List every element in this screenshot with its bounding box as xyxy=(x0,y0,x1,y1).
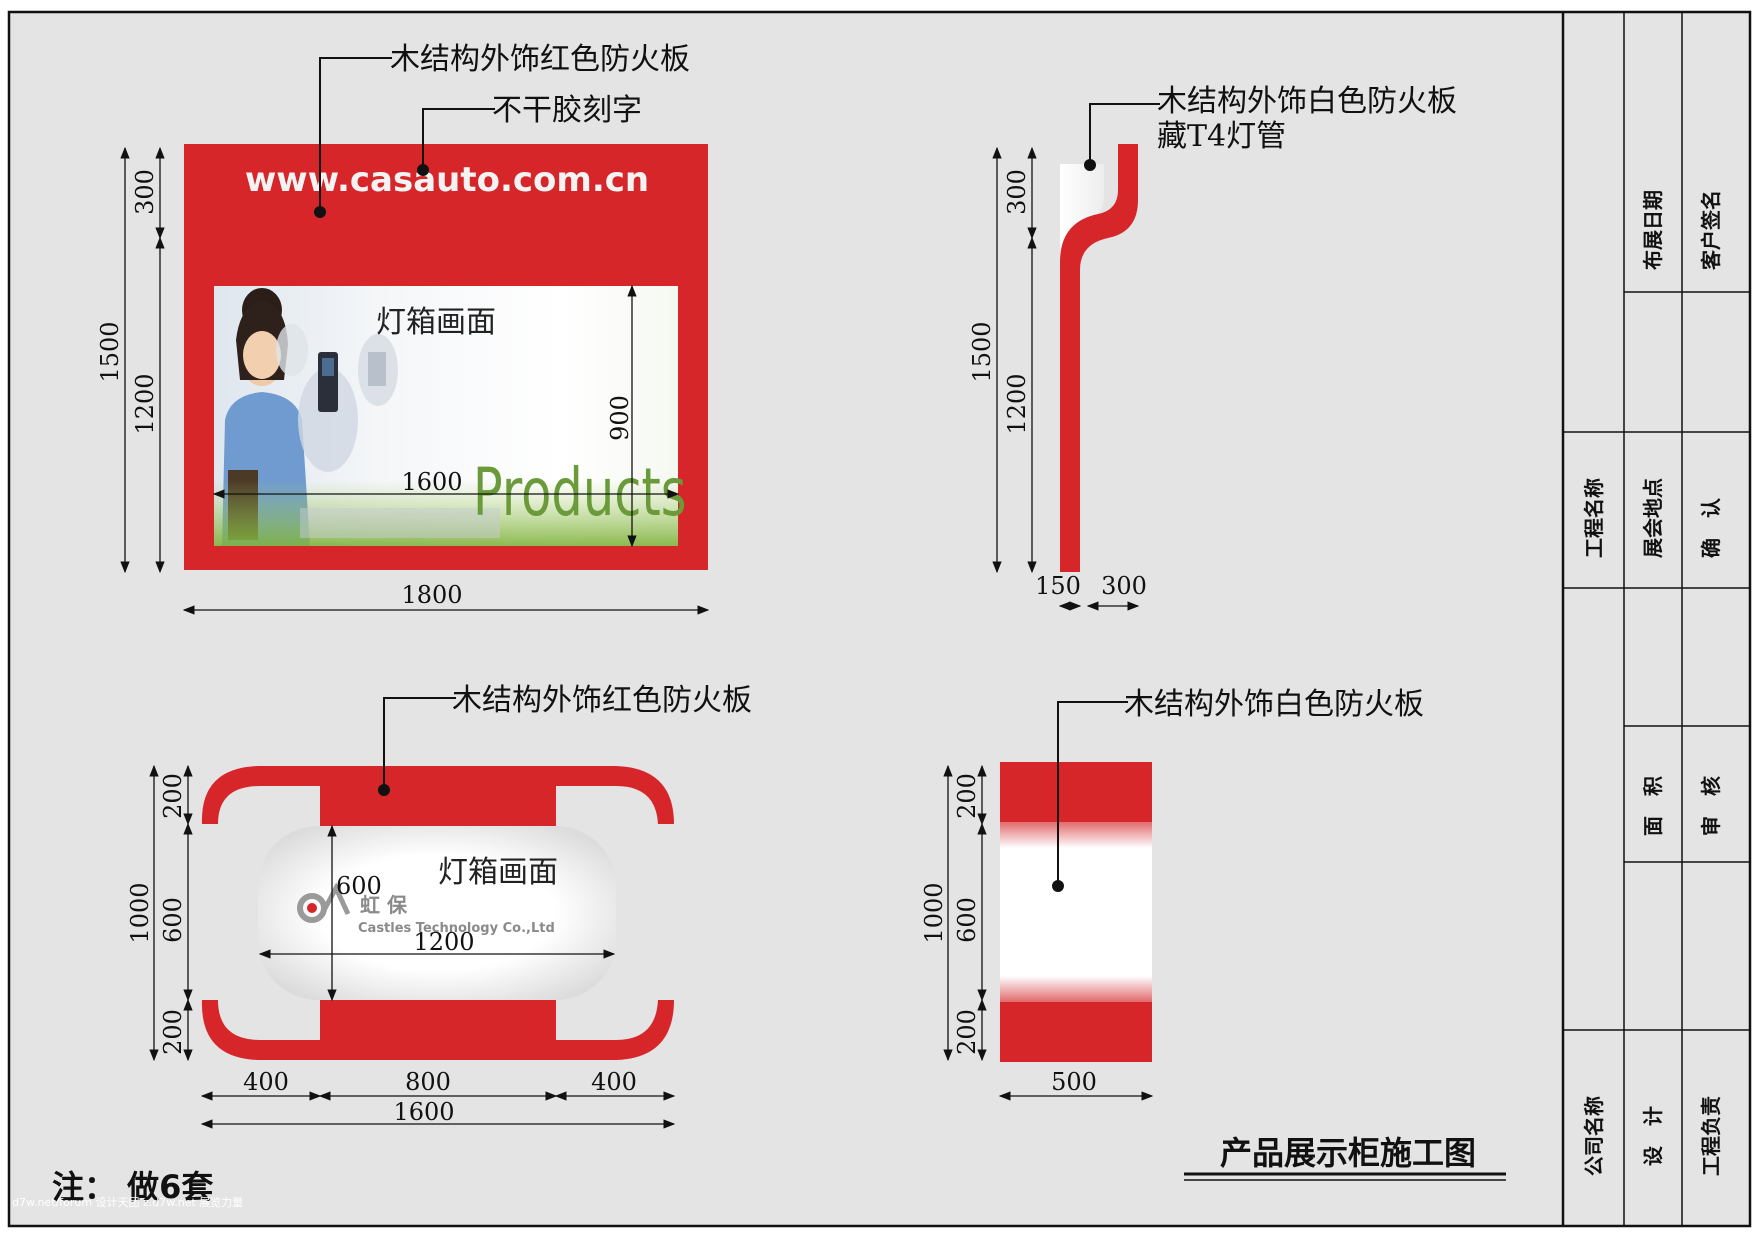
side-elevation: 木结构外饰白色防火板 藏T4灯管 1500 300 1200 150 300 xyxy=(968,84,1457,611)
watermark: d7w.net/forum 设计天团 z.d7w.net 展览力量 xyxy=(12,1195,243,1209)
tb-project-name: 工程名称 xyxy=(1582,478,1606,558)
front-url: www.casauto.com.cn xyxy=(245,160,649,200)
note: 注： 做6套 xyxy=(52,1168,213,1206)
dim-1600-front: 1600 xyxy=(401,468,462,496)
dim-1800: 1800 xyxy=(401,581,462,609)
label-side-line1: 木结构外饰白色防火板 xyxy=(1157,84,1457,119)
side-section: 木结构外饰白色防火板 1000 200 600 200 500 xyxy=(920,687,1424,1101)
dim-1000-sec: 1000 xyxy=(920,882,948,943)
dim-400a: 400 xyxy=(243,1068,289,1096)
dim-300-side-bottom: 300 xyxy=(1101,572,1147,600)
dim-800: 800 xyxy=(405,1068,451,1096)
dim-150: 150 xyxy=(1035,572,1081,600)
logo-en: Castles Technology Co.,Ltd xyxy=(358,921,555,936)
side-red-profile xyxy=(1060,144,1138,572)
tb-area: 面 积 xyxy=(1641,776,1665,836)
tb-review: 审 核 xyxy=(1699,776,1723,836)
tb-design: 设 计 xyxy=(1641,1106,1665,1166)
dim-200b-top: 200 xyxy=(159,1009,187,1055)
label-red-board-top: 木结构外饰红色防火板 xyxy=(452,683,752,718)
tb-confirm: 确 认 xyxy=(1699,497,1723,558)
label-white-board: 木结构外饰白色防火板 xyxy=(1124,687,1424,722)
tb-venue: 展会地点 xyxy=(1641,478,1665,558)
drawing-title: 产品展示柜施工图 xyxy=(1220,1134,1476,1172)
dim-1500-front: 1500 xyxy=(96,321,124,382)
tb-company: 公司名称 xyxy=(1582,1096,1606,1176)
section-red-top xyxy=(1000,762,1152,822)
dim-300-side: 300 xyxy=(1003,169,1031,215)
dim-1500-side: 1500 xyxy=(968,321,996,382)
dim-1600-top: 1600 xyxy=(393,1098,454,1126)
front-elevation: www.casauto.com.cn 灯箱画面 Products 900 160… xyxy=(96,42,710,615)
dim-400b: 400 xyxy=(591,1068,637,1096)
label-side-line2: 藏T4灯管 xyxy=(1157,119,1286,154)
dim-1200-top: 1200 xyxy=(413,928,474,956)
tb-date: 布展日期 xyxy=(1641,190,1665,270)
dim-300-front: 300 xyxy=(131,169,159,215)
label-lettering: 不干胶刻字 xyxy=(492,93,642,128)
top-lightbox-oval xyxy=(258,826,616,1000)
top-lightbox-label: 灯箱画面 xyxy=(438,855,558,890)
dim-1200-front: 1200 xyxy=(131,373,159,434)
logo-cn: 虹 保 xyxy=(360,893,408,917)
tb-manager: 工程负责 xyxy=(1699,1096,1723,1176)
dim-200a-sec: 200 xyxy=(953,773,981,819)
dim-1200-side: 1200 xyxy=(1003,373,1031,434)
top-view: 虹 保 Castles Technology Co.,Ltd 灯箱画面 600 … xyxy=(126,683,752,1129)
label-red-board-front: 木结构外饰红色防火板 xyxy=(390,42,690,77)
dim-900: 900 xyxy=(606,395,634,441)
dim-1000-top: 1000 xyxy=(126,882,154,943)
tb-client-sign: 客户签名 xyxy=(1699,190,1723,271)
front-lightbox-label: 灯箱画面 xyxy=(376,305,496,340)
dim-600-sec: 600 xyxy=(953,897,981,943)
dim-200a-top: 200 xyxy=(159,773,187,819)
dim-500: 500 xyxy=(1051,1068,1097,1096)
title-block: 布展日期 客户签名 工程名称 展会地点 确 认 面 积 审 核 公司名称 设 计… xyxy=(1561,12,1750,1226)
dim-600-inner: 600 xyxy=(336,872,382,900)
section-red-bottom xyxy=(1000,1002,1152,1062)
front-products-text: Products xyxy=(473,454,687,531)
dim-600-top: 600 xyxy=(159,897,187,943)
dim-200b-sec: 200 xyxy=(953,1009,981,1055)
